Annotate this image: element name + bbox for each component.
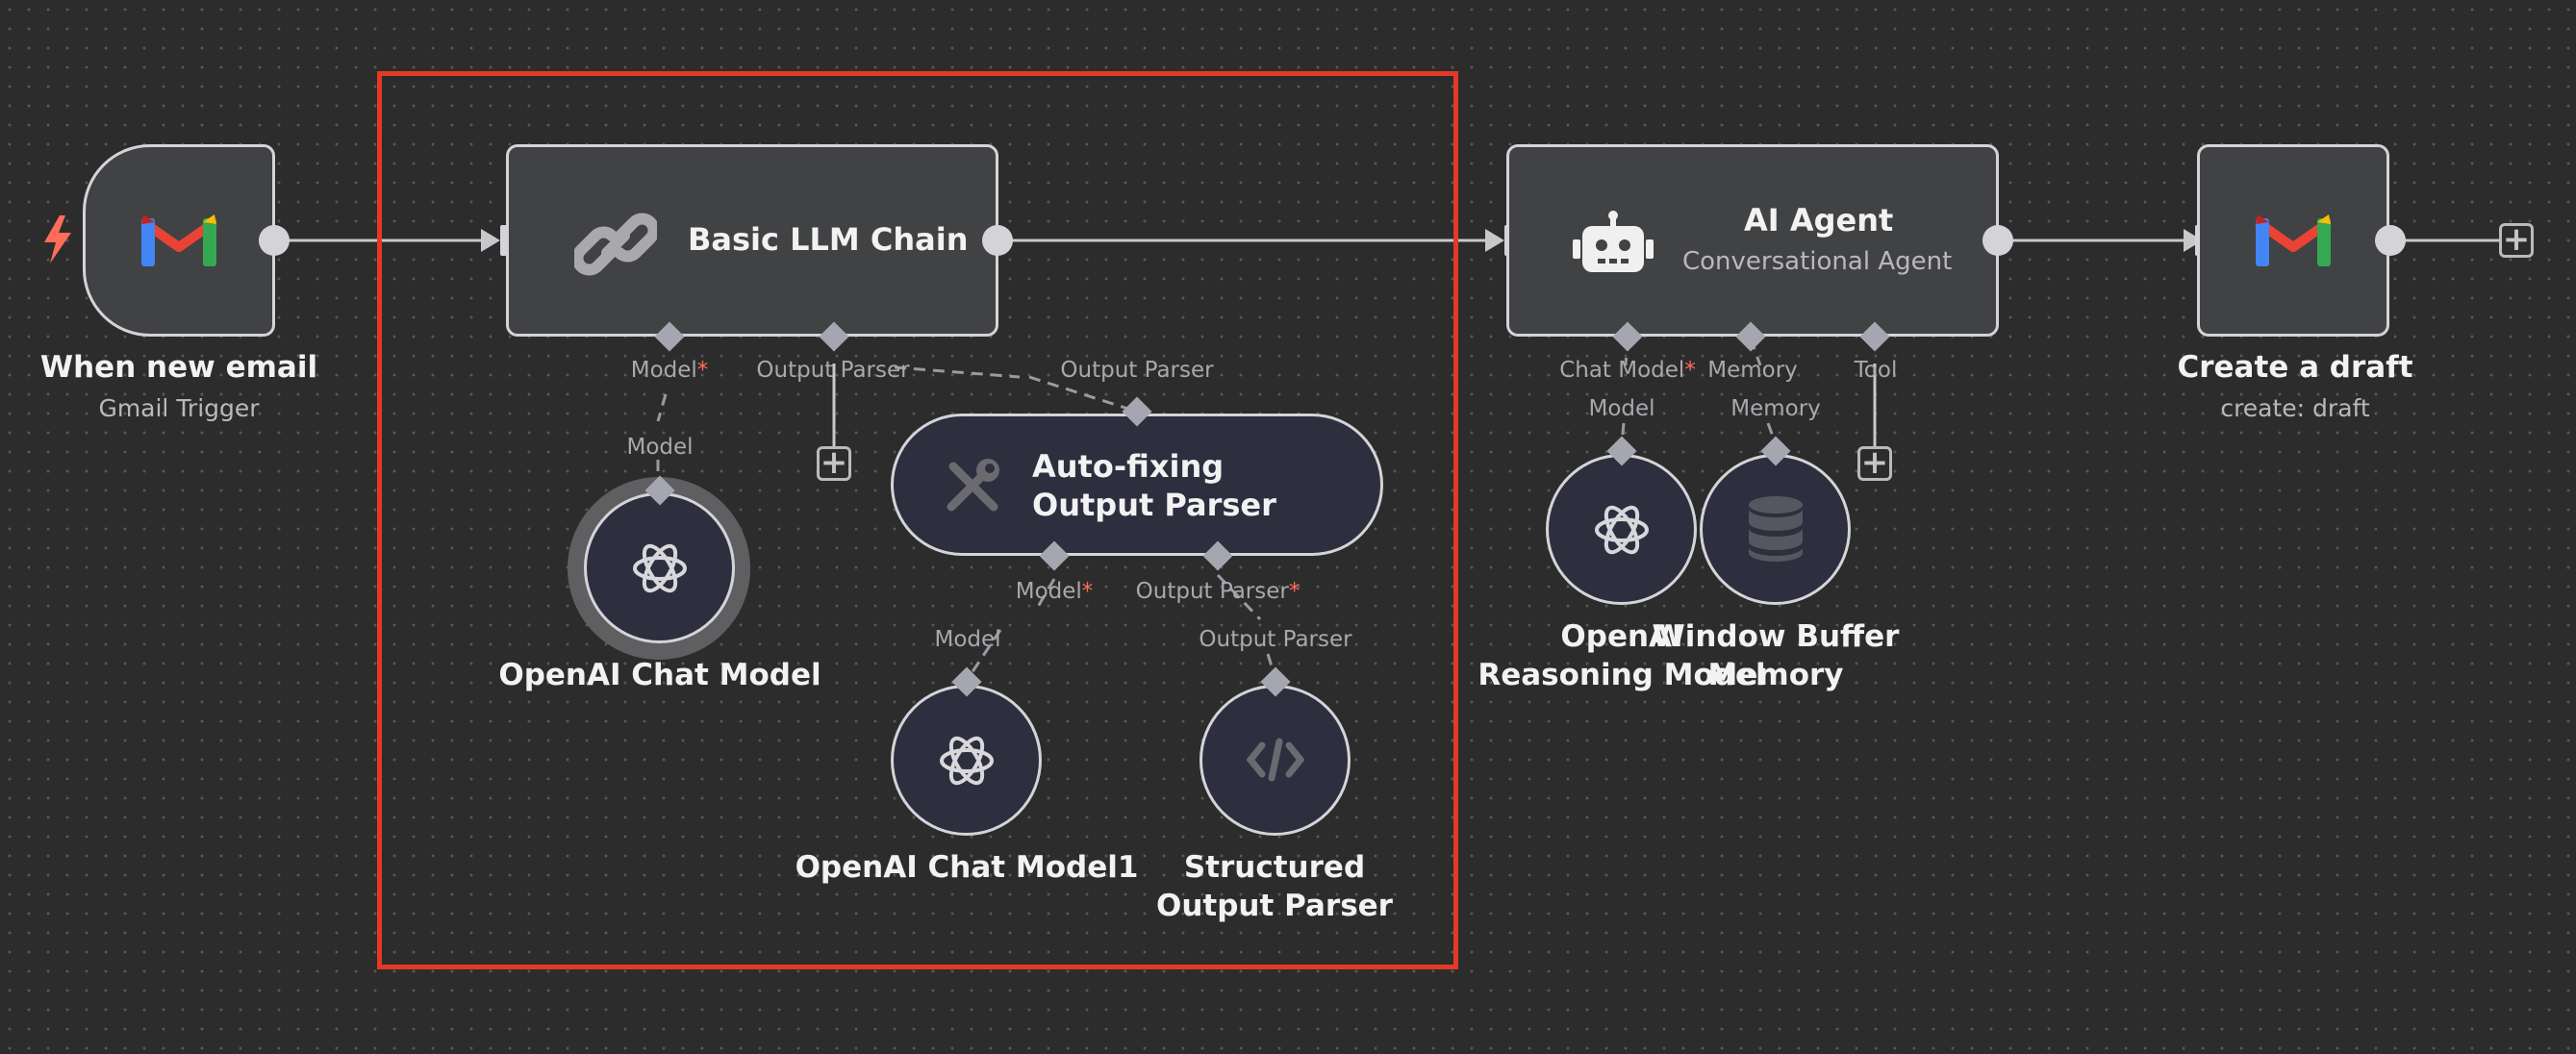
port-label-model: Model	[626, 435, 694, 460]
openai-chat-model1-node[interactable]	[891, 685, 1042, 836]
database-icon	[1747, 495, 1805, 565]
port-label-model: Model*	[630, 358, 709, 383]
node-sublabel: Gmail Trigger	[98, 394, 260, 422]
add-node-button[interactable]: +	[2499, 223, 2534, 258]
node-subtitle: Conversational Agent	[1682, 247, 1953, 276]
structured-output-parser-node[interactable]	[1200, 685, 1351, 836]
port-label-output-parser: Output Parser*	[1135, 579, 1301, 604]
port-label-output-parser: Output Parser	[1199, 627, 1352, 652]
port-label-memory: Memory	[1707, 358, 1798, 383]
node-label: Window Buffer Memory	[1652, 619, 1900, 692]
output-port[interactable]	[259, 225, 290, 256]
port-label-output-parser: Output Parser	[756, 358, 910, 383]
node-title: Basic LLM Chain	[688, 221, 969, 258]
trigger-bolt-icon	[40, 215, 73, 264]
connection-reasoning-to-agent	[1620, 338, 1629, 445]
output-port[interactable]	[982, 225, 1013, 256]
ai-agent-node[interactable]: AI Agent Conversational Agent	[1506, 144, 1999, 337]
node-title: AI Agent	[1744, 202, 1894, 238]
node-label: OpenAI Reasoning Model	[1477, 619, 1766, 692]
port-label-chat-model: Chat Model*	[1559, 358, 1696, 383]
node-label: OpenAI Chat Model	[498, 658, 821, 692]
output-port[interactable]	[2375, 225, 2406, 256]
robot-icon	[1573, 211, 1654, 274]
node-label: Structured Output Parser	[1156, 850, 1393, 923]
port-label-memory: Memory	[1730, 396, 1821, 421]
link-chain-icon	[574, 203, 657, 286]
port-label-output-parser: Output Parser	[1060, 358, 1214, 383]
create-draft-node[interactable]	[2197, 144, 2389, 337]
node-sublabel: create: draft	[2220, 394, 2370, 422]
basic-llm-chain-node[interactable]: Basic LLM Chain	[506, 144, 998, 337]
node-label: OpenAI Chat Model1	[795, 850, 1139, 885]
node-label: When new email	[39, 350, 318, 385]
openai-icon	[1591, 499, 1653, 561]
openai-icon	[936, 730, 998, 791]
connection-model1-to-autofix	[966, 578, 1056, 680]
openai-icon	[629, 538, 691, 599]
openai-chat-model-node[interactable]	[584, 492, 735, 643]
window-buffer-memory-node[interactable]	[1700, 454, 1851, 605]
port-label-model: Model	[1588, 396, 1655, 421]
port-label-tool: Tool	[1854, 358, 1898, 383]
add-output-parser-button[interactable]: +	[817, 446, 851, 481]
openai-reasoning-model-node[interactable]	[1546, 454, 1697, 605]
gmail-icon	[139, 209, 218, 268]
gmail-icon	[2254, 209, 2333, 268]
output-port[interactable]	[1983, 225, 2013, 256]
gmail-trigger-node[interactable]	[83, 144, 275, 337]
port-label-model: Model*	[1015, 579, 1094, 604]
add-tool-button[interactable]: +	[1857, 446, 1892, 481]
connection-autofix-to-chain	[894, 365, 1138, 414]
node-title: Auto-fixing Output Parser	[1032, 448, 1276, 523]
connection-memory-to-agent	[1749, 338, 1778, 445]
code-icon	[1247, 736, 1304, 784]
tools-icon	[942, 455, 1003, 516]
selection-frame	[377, 71, 1458, 969]
port-label-model: Model	[934, 627, 1001, 652]
auto-fixing-output-parser-node[interactable]: Auto-fixing Output Parser	[891, 414, 1383, 556]
node-label: Create a draft	[2177, 350, 2413, 385]
